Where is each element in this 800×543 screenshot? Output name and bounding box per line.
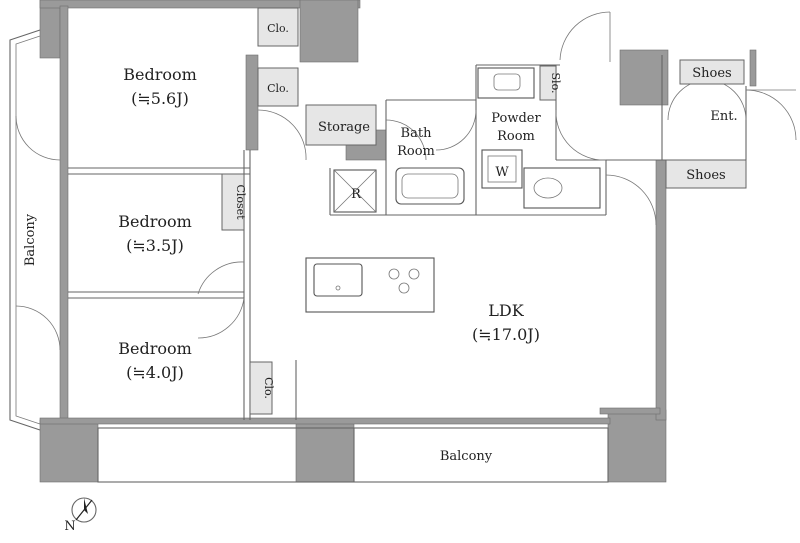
clo-label-2: Clo.	[267, 82, 289, 95]
bedroom1-size: (≒5.6J)	[131, 89, 189, 108]
balcony-left-label: Balcony	[23, 213, 38, 266]
washer-label: W	[495, 165, 509, 180]
ldk-name: LDK	[488, 301, 524, 320]
closet-label: Closet	[234, 184, 247, 220]
closets: Clo. Clo. Closet Clo. Slo. Storage Shoes…	[221, 7, 747, 415]
slo-label: Slo.	[549, 73, 562, 94]
bath-label-1: Bath	[401, 126, 433, 141]
room-labels: Bedroom (≒5.6J) Bedroom (≒3.5J) Bedroom …	[118, 65, 737, 382]
bath-label-2: Room	[397, 144, 435, 159]
bedroom2-name: Bedroom	[118, 212, 192, 231]
powder-label-1: Powder	[491, 111, 541, 126]
entrance-label: Ent.	[710, 109, 737, 124]
powder-label-2: Room	[497, 129, 535, 144]
shoes-bottom-label: Shoes	[686, 168, 725, 183]
left-balcony: Balcony	[9, 29, 41, 431]
clo-label-3: Clo.	[262, 377, 275, 399]
fridge-label: R	[351, 187, 362, 202]
balcony-bottom-label: Balcony	[440, 449, 493, 464]
bedroom2-size: (≒3.5J)	[126, 236, 184, 255]
bedroom3-name: Bedroom	[118, 339, 192, 358]
fixtures: W R	[305, 67, 601, 313]
bedroom3-size: (≒4.0J)	[126, 363, 184, 382]
bottom-balcony: Balcony	[97, 427, 609, 483]
bedroom1-name: Bedroom	[123, 65, 197, 84]
compass: N	[64, 497, 97, 534]
compass-label: N	[64, 519, 75, 534]
clo-label-1: Clo.	[267, 22, 289, 35]
north-arrow-icon	[75, 499, 93, 521]
shoes-top-label: Shoes	[692, 66, 731, 81]
storage-label: Storage	[318, 120, 370, 135]
ldk-size: (≒17.0J)	[472, 325, 540, 344]
